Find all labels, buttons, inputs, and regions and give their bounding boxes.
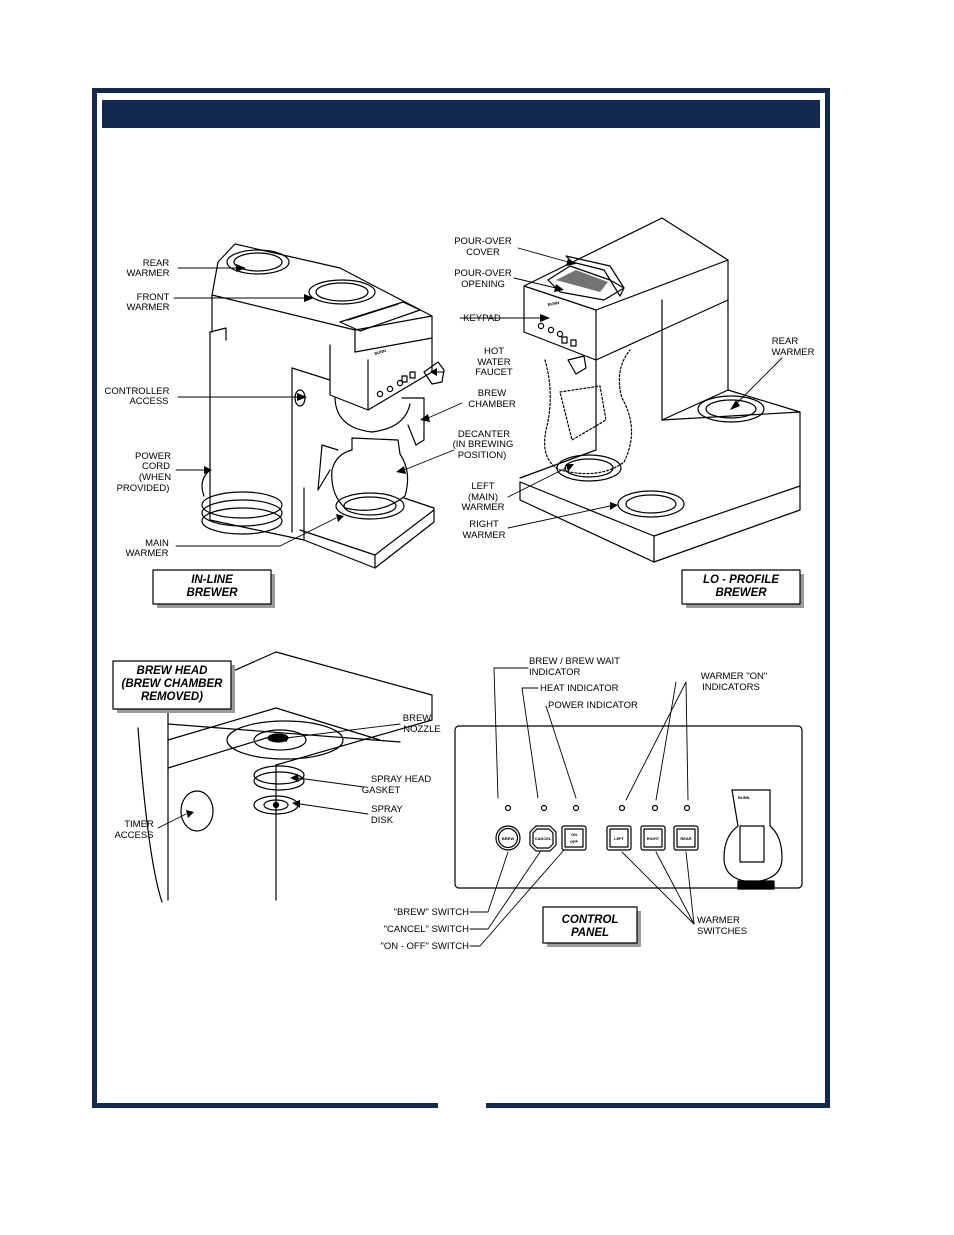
controller-access-label-2: ACCESS bbox=[129, 396, 168, 407]
leader-lines bbox=[157, 247, 783, 947]
brew-wait-indicator-label-2: INDICATOR bbox=[529, 667, 581, 678]
control-panel-drawing: BUNN bbox=[454, 725, 803, 890]
power-indicator-label: POWER INDICATOR bbox=[548, 700, 638, 711]
page-frame bbox=[92, 88, 830, 1106]
pourover-opening-label-1: POUR-OVER bbox=[454, 268, 512, 279]
main-warmer-label-2: WARMER bbox=[126, 548, 169, 559]
cancel-switch-label: "CANCEL" SWITCH bbox=[384, 924, 470, 935]
right-warmer-label-2: WARMER bbox=[463, 530, 506, 541]
main-warmer-label-1: MAIN bbox=[145, 538, 169, 549]
rear-warmer-label-2: WARMER bbox=[127, 268, 170, 279]
warmer-on-indicators-label-1: WARMER "ON" bbox=[701, 671, 768, 682]
spray-disk-label-1: SPRAY bbox=[371, 804, 403, 815]
hot-water-faucet-label-1: HOT bbox=[484, 346, 504, 357]
front-warmer-label-1: FRONT bbox=[137, 292, 170, 303]
power-cord-label-3: (WHEN bbox=[139, 472, 171, 483]
loprofile-title-2: BREWER bbox=[715, 587, 767, 599]
title-bar bbox=[102, 100, 820, 128]
loprofile-brewer-drawing: BUNN bbox=[519, 217, 801, 563]
label-box-frames bbox=[112, 569, 801, 944]
panel-button-cancel: CANCEL bbox=[535, 836, 552, 841]
keypad-label: KEYPAD bbox=[463, 313, 501, 324]
brew-nozzle-label-2: NOZZLE bbox=[403, 724, 440, 735]
inline-brewer-title-1: IN-LINE bbox=[191, 574, 233, 586]
panel-button-rear: REAR bbox=[680, 836, 691, 841]
brew-chamber-label-1: BREW bbox=[478, 388, 507, 399]
timer-access-label-2: ACCESS bbox=[114, 830, 153, 841]
panel-button-on: ON bbox=[571, 832, 577, 837]
front-warmer-label-2: WARMER bbox=[127, 302, 170, 313]
decanter-label-1: DECANTER bbox=[458, 429, 510, 440]
left-warmer-label-1: LEFT bbox=[471, 481, 494, 492]
pourover-opening-label-2: OPENING bbox=[461, 279, 505, 290]
spray-head-gasket-label-2: GASKET bbox=[362, 785, 401, 796]
left-warmer-label-2: (MAIN) bbox=[468, 492, 498, 503]
frame-bottom-left bbox=[92, 1103, 438, 1108]
right-warmer-label-1: RIGHT bbox=[469, 519, 499, 530]
brew-switch-label: "BREW" SWITCH bbox=[394, 907, 469, 918]
inline-brewer-title-2: BREWER bbox=[186, 587, 238, 599]
warmer-on-indicators-label-2: INDICATORS bbox=[702, 682, 760, 693]
power-cord-label-4: PROVIDED) bbox=[117, 483, 170, 494]
brewhead-title-2: (BREW CHAMBER bbox=[122, 678, 224, 690]
loprofile-brand: BUNN bbox=[547, 300, 559, 307]
panel-button-left: LEFT bbox=[614, 836, 625, 841]
brew-wait-indicator-label-1: BREW / BREW WAIT bbox=[529, 656, 620, 667]
inline-brewer-drawing: BUNN bbox=[201, 243, 445, 569]
control-panel-title-2: PANEL bbox=[571, 927, 609, 939]
power-cord-label-1: POWER bbox=[135, 451, 171, 462]
panel-button-off: OFF bbox=[570, 839, 579, 844]
pourover-cover-label-2: COVER bbox=[466, 247, 500, 258]
panel-button-right: RIGHT bbox=[647, 836, 660, 841]
power-cord-label-2: CORD bbox=[142, 461, 170, 472]
hot-water-faucet-label-3: FAUCET bbox=[475, 367, 513, 378]
brew-chamber-label-2: CHAMBER bbox=[468, 399, 516, 410]
spray-disk-label-2: DISK bbox=[371, 815, 394, 826]
decanter-label-3: POSITION) bbox=[458, 450, 507, 461]
onoff-switch-label: "ON - OFF" SWITCH bbox=[380, 941, 469, 952]
label-box-shadows bbox=[117, 574, 804, 947]
rear-warmer-label-1: REAR bbox=[143, 258, 170, 269]
brewhead-title-1: BREW HEAD bbox=[137, 665, 208, 677]
pourover-cover-label-1: POUR-OVER bbox=[454, 236, 512, 247]
inline-brand: BUNN bbox=[374, 348, 387, 356]
brew-nozzle-label-1: BREW bbox=[403, 713, 432, 724]
timer-access-label-1: TIMER bbox=[124, 819, 154, 830]
spray-head-gasket-label-1: SPRAY HEAD bbox=[371, 774, 432, 785]
control-panel-title-1: CONTROL bbox=[562, 914, 619, 926]
decanter-label-2: (IN BREWING bbox=[453, 439, 514, 450]
brewhead-drawing bbox=[137, 651, 433, 903]
rear-warmer-lp-label-1: REAR bbox=[772, 336, 799, 347]
hot-water-faucet-label-2: WATER bbox=[477, 357, 510, 368]
left-warmer-label-3: WARMER bbox=[462, 502, 505, 513]
rear-warmer-lp-label-2: WARMER bbox=[772, 347, 815, 358]
text-labels: IN-LINE BREWER LO - PROFILE BREWER BREW … bbox=[105, 236, 815, 952]
loprofile-title-1: LO - PROFILE bbox=[703, 574, 779, 586]
arrowheads bbox=[186, 258, 740, 818]
warmer-switches-label-2: SWITCHES bbox=[697, 926, 747, 937]
frame-bottom-right bbox=[486, 1103, 830, 1108]
panel-button-brew: BREW bbox=[502, 836, 514, 841]
controller-access-label-1: CONTROLLER bbox=[105, 386, 170, 397]
heat-indicator-label: HEAT INDICATOR bbox=[540, 683, 619, 694]
faucet-logo: BUNN bbox=[738, 795, 750, 800]
brewhead-title-3: REMOVED) bbox=[141, 691, 203, 703]
warmer-switches-label-1: WARMER bbox=[697, 915, 740, 926]
